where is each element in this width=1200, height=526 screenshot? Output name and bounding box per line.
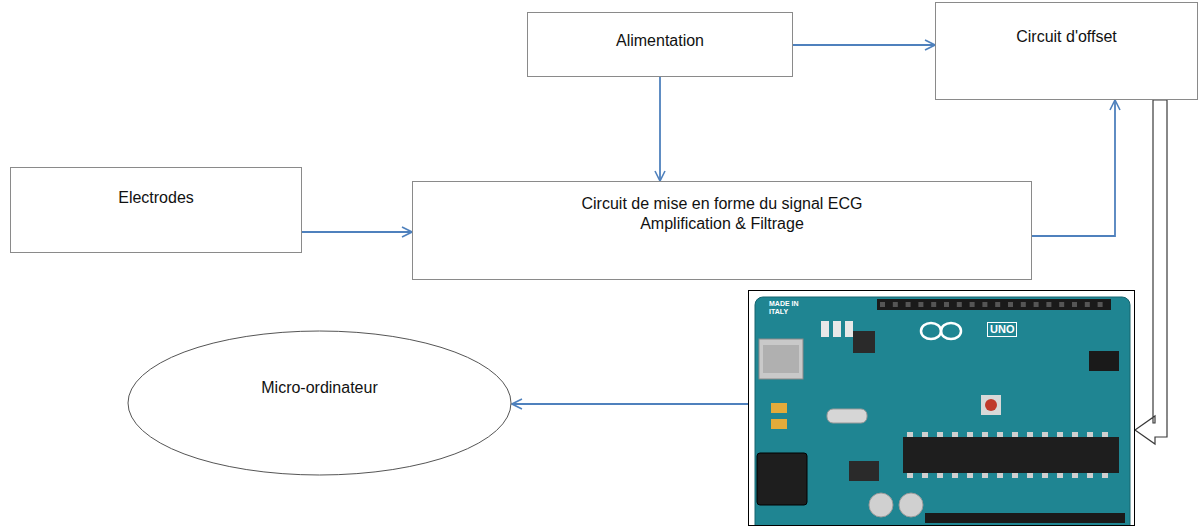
- header-pin: [1046, 302, 1051, 307]
- connector-arrow: [512, 403, 748, 405]
- chip-pin: [1027, 473, 1033, 478]
- chip-pin: [952, 432, 958, 437]
- led: [845, 321, 853, 337]
- capacitor: [869, 493, 893, 517]
- chip-pin: [1027, 432, 1033, 437]
- header-pin: [893, 302, 898, 307]
- chip-pin: [1087, 473, 1093, 478]
- arduino-board: MADE IN ITALY UNO: [748, 290, 1135, 526]
- chip-pin: [982, 432, 988, 437]
- chip-pin: [1012, 432, 1018, 437]
- header-pin: [982, 302, 987, 307]
- header-pin: [1021, 302, 1026, 307]
- header-pin: [918, 302, 923, 307]
- header-pin: [957, 302, 962, 307]
- reset-button: [985, 399, 997, 411]
- arduino-illustration: [749, 291, 1134, 525]
- process-box: Circuit d'offset: [935, 2, 1198, 100]
- ellipse-outline: [127, 330, 512, 476]
- header-pin: [931, 302, 936, 307]
- chip-pin: [967, 432, 973, 437]
- logo-loop: [921, 323, 941, 339]
- node-label: Circuit d'offset: [1016, 27, 1117, 47]
- process-box: Alimentation: [527, 12, 793, 77]
- chip-pin: [1087, 432, 1093, 437]
- capacitor-smd: [771, 419, 787, 429]
- capacitor: [899, 493, 923, 517]
- node-label: Electrodes: [118, 188, 194, 208]
- chip-pin: [997, 432, 1003, 437]
- chip-pin: [967, 473, 973, 478]
- header-pin: [906, 302, 911, 307]
- microcontroller-chip: [903, 437, 1119, 473]
- header-pin: [944, 302, 949, 307]
- header-pin: [970, 302, 975, 307]
- chip-pin: [952, 473, 958, 478]
- chip-pin: [1057, 432, 1063, 437]
- chip-pin: [1042, 473, 1048, 478]
- connector-arrow: [1032, 100, 1115, 236]
- chip-pin: [907, 432, 913, 437]
- usb-connector: [759, 339, 803, 379]
- header-pin: [1059, 302, 1064, 307]
- power-analog-header: [925, 513, 1125, 523]
- board-label: UNO: [987, 322, 1017, 337]
- chip-pin: [1012, 473, 1018, 478]
- chip-pin: [1042, 432, 1048, 437]
- reset-button-base: [981, 395, 1001, 415]
- process-box: Circuit de mise en forme du signal ECGAm…: [412, 181, 1032, 280]
- header-pin: [995, 302, 1000, 307]
- digital-header: [877, 299, 1111, 310]
- led: [833, 321, 841, 337]
- node-label: Alimentation: [616, 31, 704, 51]
- header-pin: [1034, 302, 1039, 307]
- node-label: Micro-ordinateur: [261, 378, 377, 398]
- chip-pin: [937, 473, 943, 478]
- chip-pin: [907, 473, 913, 478]
- node-label: Circuit de mise en forme du signal ECG: [582, 194, 863, 214]
- capacitor-smd: [771, 403, 787, 413]
- connector-arrow: [659, 77, 661, 181]
- chip-pin: [922, 473, 928, 478]
- computer-ellipse: Micro-ordinateur: [127, 330, 512, 476]
- logo-loop: [941, 323, 961, 339]
- chip-pin: [922, 432, 928, 437]
- header-pin: [1085, 302, 1090, 307]
- header-pin: [1008, 302, 1013, 307]
- icsp-header: [1089, 351, 1119, 371]
- connector-arrow: [793, 44, 935, 46]
- header-pin: [880, 302, 885, 307]
- chip-pin: [982, 473, 988, 478]
- voltage-regulator: [849, 461, 879, 481]
- node-label: Amplification & Filtrage: [640, 214, 804, 234]
- led: [821, 321, 829, 337]
- header-pin: [1098, 302, 1103, 307]
- usb-chip: [853, 331, 875, 353]
- usb-inner: [763, 345, 799, 373]
- ellipse-shape: [128, 331, 511, 475]
- chip-pin: [1102, 432, 1108, 437]
- hollow-arrow: [1135, 100, 1167, 444]
- chip-pin: [1102, 473, 1108, 478]
- header-pin: [1072, 302, 1077, 307]
- power-jack: [757, 453, 807, 505]
- process-box: Electrodes: [10, 167, 302, 253]
- board-label: MADE IN ITALY: [769, 300, 803, 316]
- chip-pin: [1072, 432, 1078, 437]
- crystal: [827, 409, 867, 423]
- board-pcb: [755, 297, 1130, 525]
- chip-pin: [1072, 473, 1078, 478]
- chip-pin: [937, 432, 943, 437]
- chip-pin: [1057, 473, 1063, 478]
- connector-arrow: [302, 231, 412, 233]
- chip-pin: [997, 473, 1003, 478]
